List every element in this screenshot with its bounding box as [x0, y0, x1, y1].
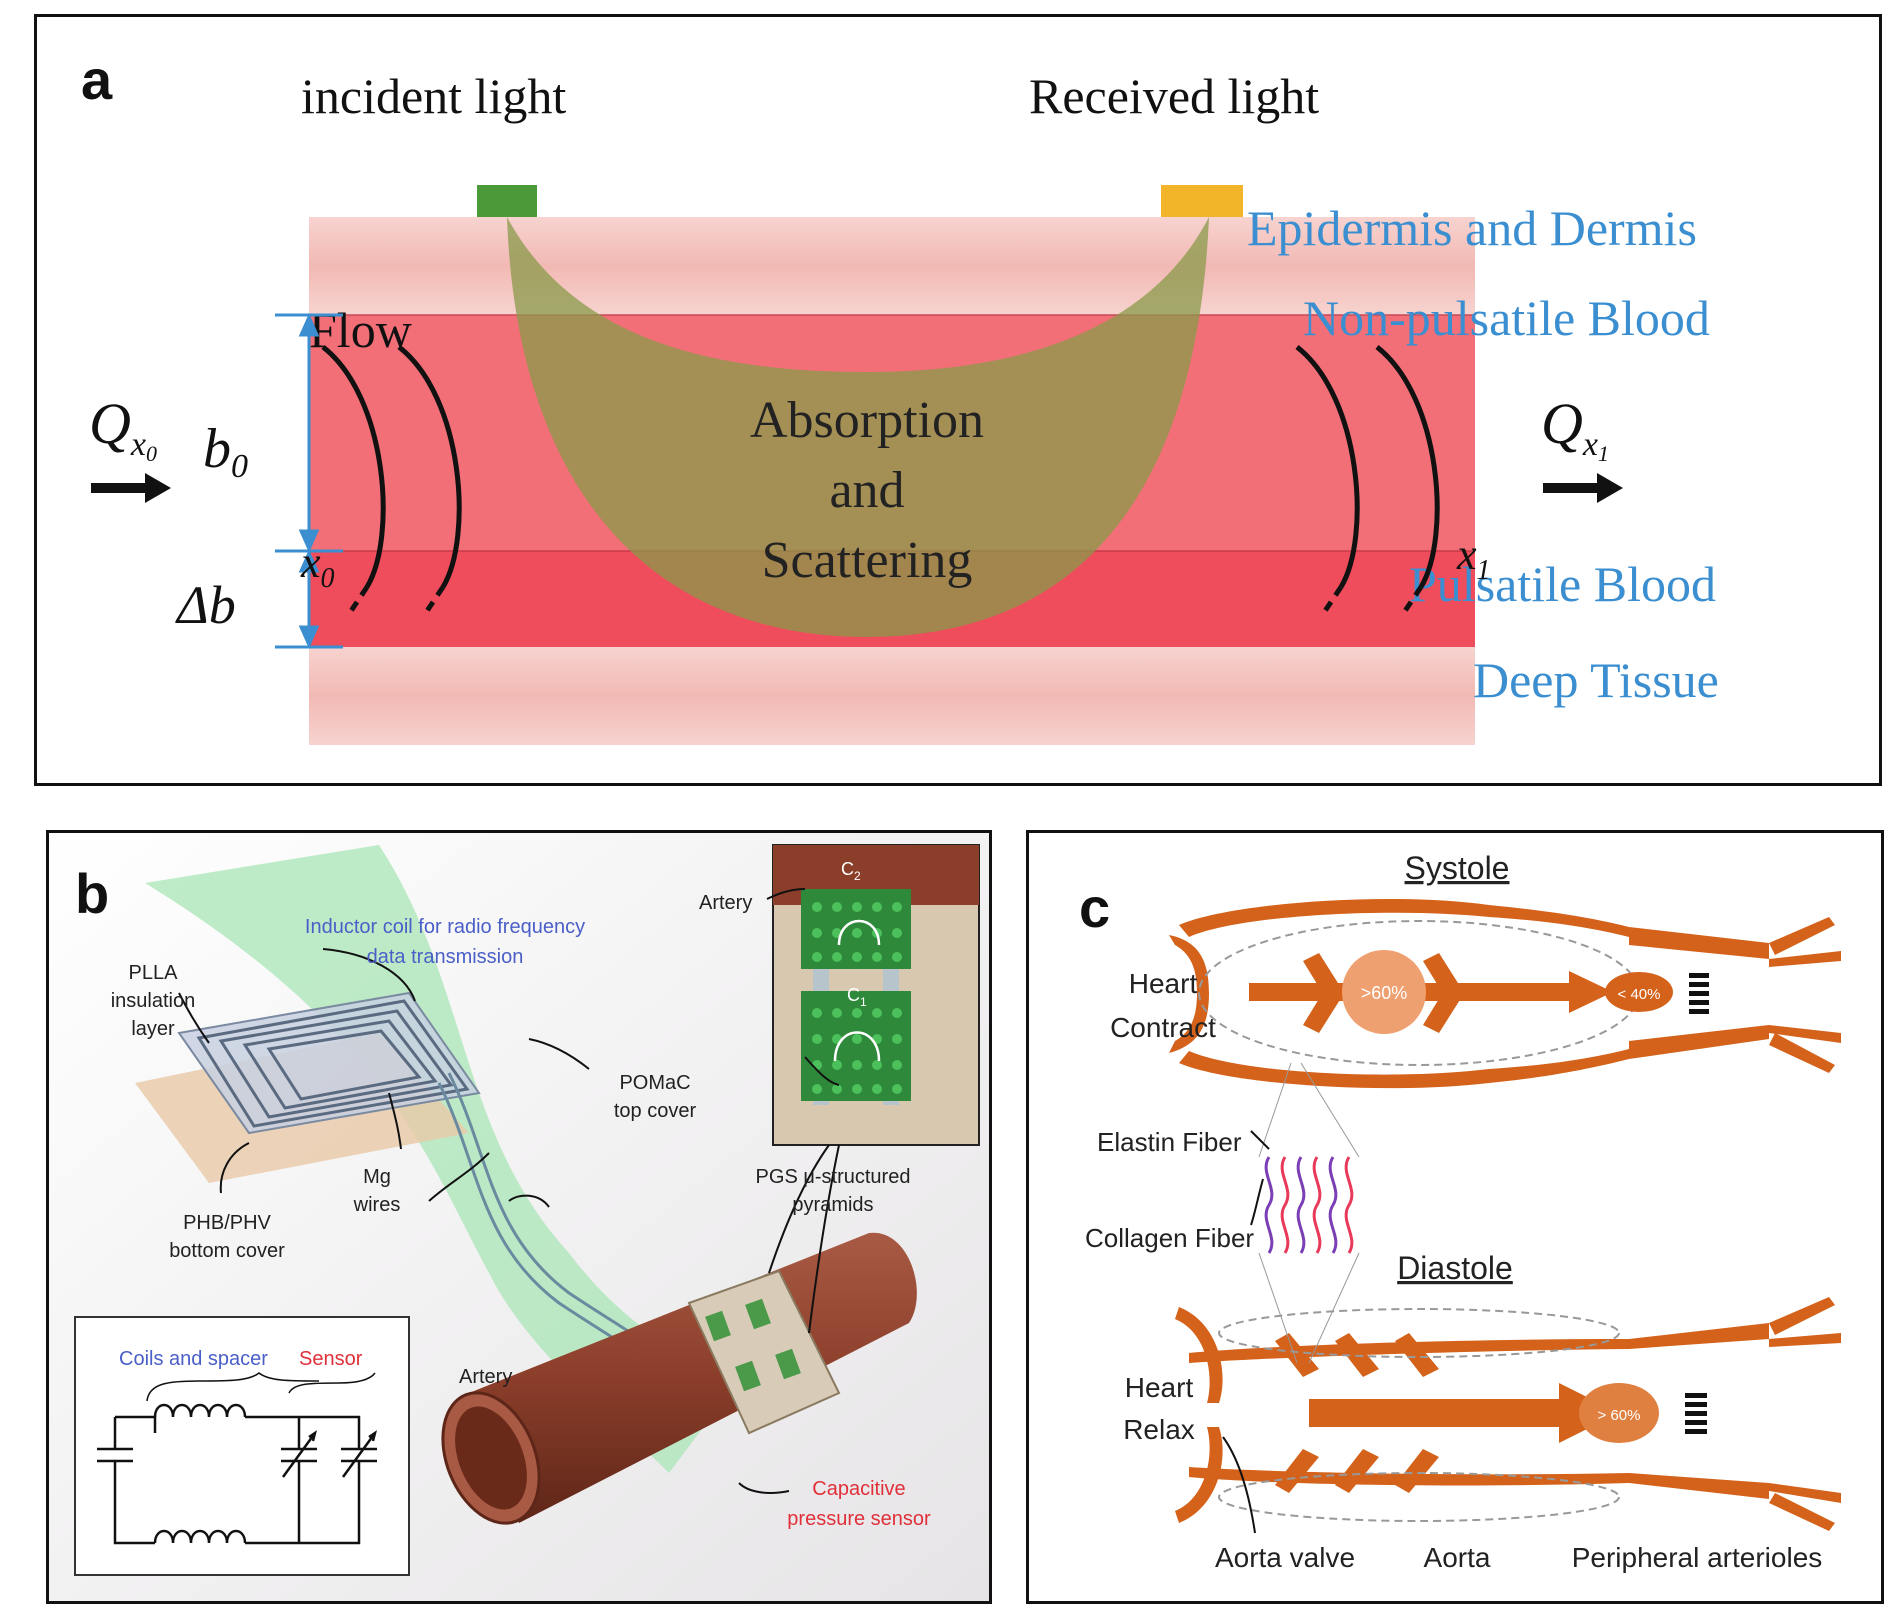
q-in-symbol: Qx0 — [89, 391, 157, 466]
wavefront-left — [321, 345, 462, 619]
aorta-label: Aorta — [1424, 1542, 1491, 1573]
b0-symbol: b0 — [203, 418, 248, 485]
incident-light-label: incident light — [301, 68, 566, 124]
q-out-symbol: Qx1 — [1541, 391, 1609, 466]
c1-label: C1 — [847, 985, 867, 1009]
circuit-sensor-label: Sensor — [299, 1348, 363, 1370]
panel-a-diagram: a incident light Received light Epidermi… — [81, 48, 1719, 745]
heart-contract-1: Heart — [1129, 968, 1198, 999]
systole-pct-main: >60% — [1361, 983, 1408, 1003]
x0-symbol: x0 — [300, 538, 335, 594]
mg-label-2: wires — [353, 1194, 401, 1216]
plla-label-2: insulation — [111, 990, 196, 1012]
fiber-inset — [1258, 1062, 1360, 1364]
diastole-resistance — [1685, 1393, 1707, 1434]
pgs-label-1: PGS μ-structured — [756, 1166, 911, 1188]
diastole-title: Diastole — [1397, 1250, 1513, 1286]
sensor-pads — [705, 1298, 801, 1392]
light-path — [507, 217, 1209, 637]
flow-arrow-in — [91, 473, 171, 503]
diastole-bulge-outline-bottom — [1218, 1472, 1620, 1522]
pomac-label-1: POMaC — [619, 1072, 690, 1094]
plla-label-3: layer — [131, 1018, 175, 1040]
phb-label-1: PHB/PHV — [183, 1212, 271, 1234]
wavefront-right — [1295, 345, 1440, 619]
heart-relax-1: Heart — [1125, 1372, 1194, 1403]
capacitive-sensor-wrap — [687, 1269, 841, 1435]
artery-label: Artery — [459, 1366, 512, 1388]
elastin-label: Elastin Fiber — [1097, 1127, 1242, 1157]
delta-b-symbol: Δb — [175, 575, 236, 635]
layer-label-pulsatile: Pulsatile Blood — [1409, 556, 1716, 612]
center-label-line-1: Absorption — [750, 392, 984, 449]
leader-lines — [178, 888, 840, 1494]
panel-b: C2 C1 Coils and spacer Sensor — [46, 830, 992, 1604]
plla-label-1: PLLA — [129, 962, 179, 984]
epidermis-layer — [309, 217, 1475, 315]
diastole-pct-ellipse — [1579, 1383, 1659, 1443]
panel-letter-c: c — [1079, 876, 1110, 939]
pgs-label-2: pyramids — [792, 1194, 873, 1216]
center-label-line-2: and — [829, 462, 904, 519]
systole-pct-small: < 40% — [1618, 986, 1661, 1003]
circuit-inset — [74, 1316, 410, 1576]
diastole-bulge-outline-top — [1218, 1308, 1620, 1358]
peripheral-label: Peripheral arterioles — [1572, 1542, 1823, 1573]
received-light-detector — [1161, 185, 1243, 217]
circuit-diagram — [97, 1372, 377, 1545]
deep-tissue-layer — [309, 647, 1475, 745]
pomac-ribbon — [145, 845, 729, 1473]
inductor-label-2: data transmission — [367, 946, 524, 968]
diastole-vessel — [1175, 1297, 1841, 1531]
inductor-label-1: Inductor coil for radio frequency — [305, 916, 585, 938]
panel-letter-b: b — [75, 862, 109, 925]
flow-arrow-out — [1543, 473, 1623, 503]
layer-label-deep-tissue: Deep Tissue — [1473, 652, 1719, 708]
heart-relax-2: Relax — [1123, 1414, 1195, 1445]
leader-lines-c — [1222, 1130, 1270, 1534]
phb-label-2: bottom cover — [169, 1240, 285, 1262]
mg-label-1: Mg — [363, 1166, 391, 1188]
aorta-valve-label: Aorta valve — [1215, 1542, 1355, 1573]
pomac-label-2: top cover — [614, 1100, 697, 1122]
systole-title: Systole — [1405, 850, 1510, 886]
panel-a: a incident light Received light Epidermi… — [34, 14, 1882, 786]
systole-resistance — [1689, 973, 1709, 1014]
c2-label: C2 — [841, 859, 861, 883]
panel-b-diagram: C2 C1 Coils and spacer Sensor — [49, 833, 989, 1601]
panel-c: c Systole Diastole Heart Contract Heart … — [1026, 830, 1884, 1604]
systole-small-pct-ellipse — [1605, 972, 1673, 1012]
inductor-coil — [196, 999, 470, 1128]
incident-light-source — [477, 185, 537, 217]
panel-letter-a: a — [81, 48, 113, 111]
layer-label-epidermis: Epidermis and Dermis — [1247, 200, 1697, 256]
heart-contract-2: Contract — [1110, 1012, 1216, 1043]
x1-symbol: x1 — [1456, 530, 1491, 586]
artery-inset-label: Artery — [699, 892, 752, 914]
diastole-pct: > 60% — [1598, 1407, 1641, 1424]
center-label-line-3: Scattering — [762, 532, 973, 589]
received-light-label: Received light — [1029, 68, 1319, 124]
panel-c-diagram: c Systole Diastole Heart Contract Heart … — [1079, 850, 1841, 1573]
thickness-marker — [275, 313, 343, 649]
layer-label-nonpulsatile: Non-pulsatile Blood — [1303, 290, 1710, 346]
capacitive-label-2: pressure sensor — [787, 1508, 931, 1530]
capacitive-label-1: Capacitive — [812, 1478, 905, 1500]
circuit-coils-label: Coils and spacer — [119, 1348, 268, 1370]
collagen-label: Collagen Fiber — [1085, 1223, 1254, 1253]
systole-pct-circle — [1342, 950, 1426, 1034]
artery-body — [469, 1232, 917, 1523]
